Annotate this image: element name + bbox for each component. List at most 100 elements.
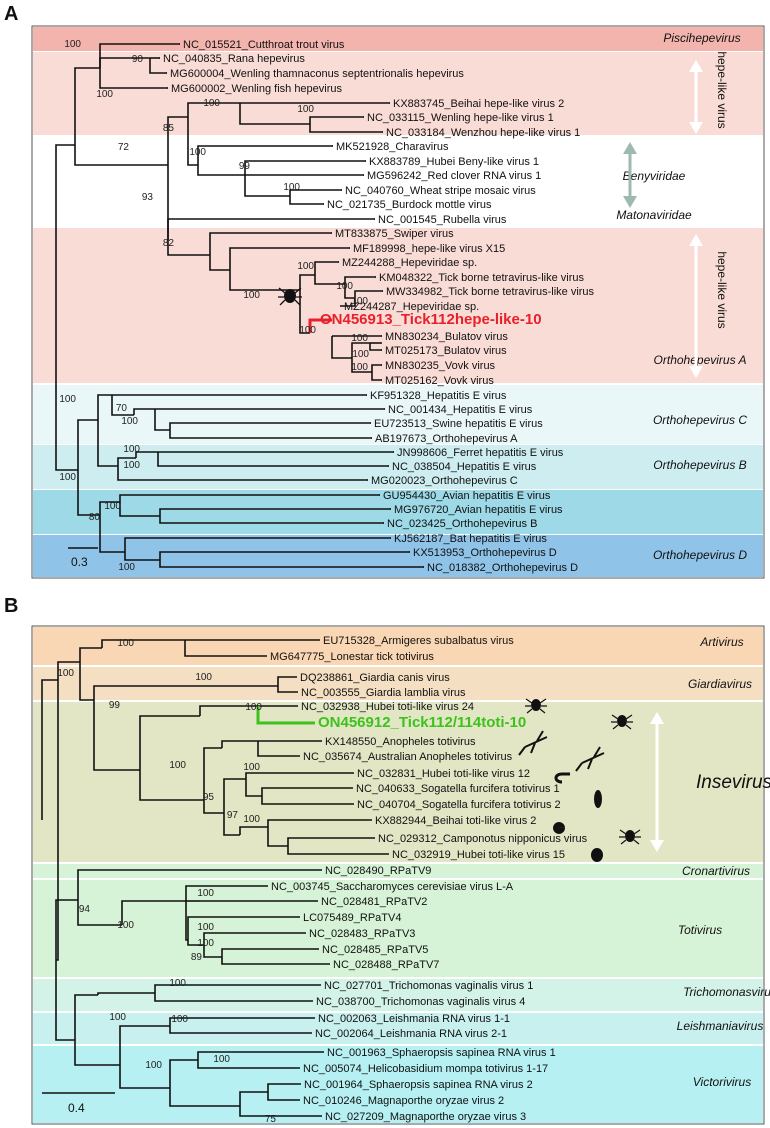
clade-label-a-1: Orthohepevirus A (654, 353, 747, 367)
tip-label-b-23: NC_002063_Leishmania RNA virus 1-1 (318, 1013, 510, 1025)
branch-a-35 (341, 298, 356, 307)
tip-label-b-12: NC_029312_Camponotus nipponicus virus (378, 833, 588, 845)
branch-b-0 (41, 679, 58, 820)
tip-label-a-7: MK521928_Charavirus (336, 141, 449, 153)
branch-b-27 (239, 826, 268, 835)
bootstrap-a-23: 100 (123, 444, 140, 455)
tip-label-a-0: NC_015521_Cutthroat trout virus (183, 39, 345, 51)
branch-a-28 (229, 270, 300, 291)
fly-icon (591, 848, 603, 862)
scale-label-b: 0.4 (68, 1101, 85, 1115)
tip-label-a-22: MN830235_Vovk virus (385, 360, 496, 372)
tip-label-a-14: MF189998_hepe-like virus X15 (353, 243, 505, 255)
branch-b-48 (74, 994, 98, 1040)
branch-b-57 (119, 1065, 170, 1089)
snake-icon (554, 772, 570, 784)
bootstrap-a-17: 100 (351, 333, 368, 344)
branch-a-66 (159, 508, 391, 516)
branch-a-54 (169, 422, 371, 430)
arrow-b-insevirus-head-top (650, 712, 664, 724)
branch-b-16 (203, 747, 222, 800)
branch-b-44 (203, 945, 222, 958)
tip-label-a-8: KX883789_Hubei Beny-like virus 1 (369, 156, 539, 168)
branch-b-35 (77, 900, 122, 926)
bootstrap-a-4: 85 (163, 123, 175, 134)
branch-b-41 (187, 916, 300, 940)
scale-label-a: 0.3 (71, 555, 88, 569)
tip-label-a-11: NC_021735_Burdock mottle virus (327, 199, 492, 211)
clade-label-a-5: Benyviridae (623, 169, 686, 183)
branch-b-49 (97, 992, 155, 995)
branch-b-25 (261, 796, 354, 805)
branch-b-64 (267, 1083, 301, 1092)
branch-a-57 (117, 457, 136, 466)
branch-a-9 (187, 102, 240, 117)
clade-label-b-6: Leishmaniavirus (677, 1019, 764, 1033)
clade-band-a-6 (33, 490, 763, 534)
clade-label-a-vert-0: hepe-like virus (715, 51, 729, 128)
branch-a-55 (169, 430, 372, 439)
branch-a-7 (74, 145, 168, 166)
tip-label-b-10: NC_040704_Sogatella furcifera totivirus … (357, 799, 561, 811)
branch-a-64 (119, 494, 380, 502)
arrow-a-hepe-2-head-bottom (689, 366, 703, 378)
bootstrap-a-2: 100 (96, 89, 113, 100)
ant-icon-legs (619, 829, 641, 845)
branch-b-53 (119, 1025, 135, 1065)
branch-a-72 (159, 560, 424, 568)
branch-a-39 (351, 342, 370, 358)
clade-band-b-2 (33, 702, 763, 862)
tip-label-a-32: MG976720_Avian hepatitis E virus (394, 504, 563, 516)
tip-label-a-30: MG020023_Orthohepevirus C (371, 475, 518, 487)
branch-a-56 (97, 420, 118, 467)
bootstrap-b-6: 95 (203, 792, 215, 803)
bootstrap-a-10: 100 (297, 104, 314, 115)
clade-label-a-0: Piscihepevirus (663, 31, 740, 45)
tip-label-b-15: NC_003745_Saccharomyces cerevisiae virus… (271, 881, 514, 893)
panel-letter-a: A (4, 3, 18, 25)
bootstrap-b-7: 97 (227, 810, 239, 821)
bootstrap-a-14: 100 (351, 296, 368, 307)
tip-label-b-3: NC_003555_Giardia lamblia virus (301, 687, 466, 699)
tip-label-b-5: ON456912_Tick112/114toti-10 (318, 714, 526, 731)
branch-a-21 (289, 196, 324, 205)
bootstrap-b-17: 100 (109, 1012, 126, 1023)
branch-b-51 (154, 993, 313, 1002)
clade-label-a-vert-1: hepe-like virus (715, 251, 729, 328)
branch-b-63 (239, 1091, 268, 1106)
branch-a-25 (209, 232, 332, 255)
bootstrap-b-15: 89 (191, 952, 203, 963)
branch-b-3 (101, 639, 185, 648)
branch-b-7 (93, 685, 188, 700)
tip-label-b-11: KX882944_Beihai toti-like virus 2 (375, 815, 536, 827)
branch-a-43 (371, 364, 382, 372)
bootstrap-b-10: 94 (79, 904, 91, 915)
tip-label-a-4: KX883745_Beihai hepe-like virus 2 (393, 98, 564, 110)
arrow-a-beny-head-bottom (623, 196, 637, 208)
tick-icon-b-1 (525, 698, 547, 714)
branch-a-1 (99, 57, 150, 68)
bootstrap-b-19: 100 (145, 1060, 162, 1071)
branch-b-11 (93, 700, 140, 771)
tip-label-a-2: MG600004_Wenling thamnaconus septentrion… (170, 68, 464, 80)
bootstrap-a-15: 100 (243, 290, 260, 301)
tip-label-a-17: MW334982_Tick borne tetravirus-like viru… (386, 286, 595, 298)
branch-a-13 (309, 124, 383, 133)
bootstrap-a-27: 80 (89, 512, 101, 523)
tip-label-b-1: MG647775_Lonestar tick totivirus (270, 651, 434, 663)
arrow-a-hepe-1-head-bottom (689, 122, 703, 134)
ant-icon (619, 829, 641, 845)
branch-a-15 (197, 145, 333, 165)
clade-label-a-2: Orthohepevirus C (653, 413, 747, 427)
branch-a-46 (55, 275, 78, 471)
tip-label-a-13: MT833875_Swiper virus (335, 228, 454, 240)
branch-a-17 (244, 160, 366, 175)
branch-a-38 (331, 336, 352, 359)
branch-b-17 (221, 740, 258, 748)
bootstrap-b-21: 75 (265, 1114, 277, 1125)
tip-label-b-0: EU715328_Armigeres subalbatus virus (323, 635, 514, 647)
branch-b-43 (203, 932, 306, 945)
clade-label-b-4: Totivirus (678, 923, 722, 937)
branch-a-42 (351, 358, 372, 373)
